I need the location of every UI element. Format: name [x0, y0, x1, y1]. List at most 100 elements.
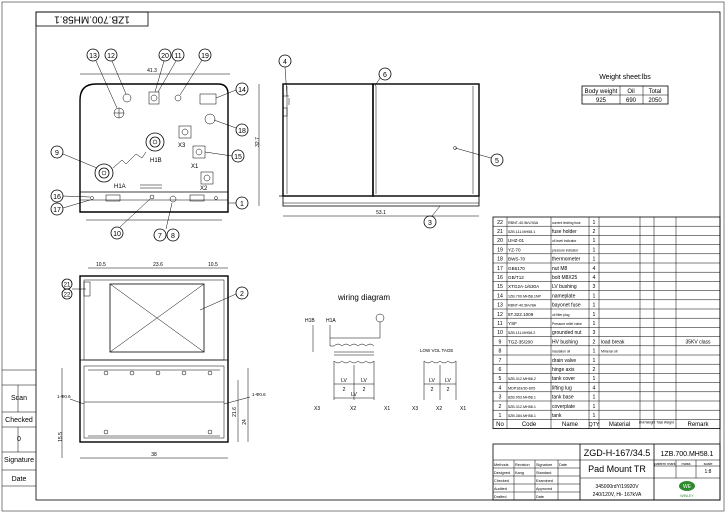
bom-cell-no: 8: [499, 349, 502, 355]
side-panel: Scan Checked 0 Signature Date: [2, 369, 36, 487]
callout-19: 19: [201, 53, 209, 60]
wiring-lv-r-right: LV: [445, 378, 451, 384]
bom-cell-no: 5: [499, 376, 502, 382]
oil-filler-plug: [122, 93, 132, 103]
bom-cell-name: lifting lug: [552, 385, 572, 391]
wiring-frac-right: 2: [363, 387, 366, 393]
weight-value-oil: 690: [626, 98, 637, 104]
dim-plan-bottom: 38: [151, 452, 157, 458]
bom-cell-code: GB/T12: [508, 275, 524, 280]
hv-coil: [333, 343, 375, 347]
bom-cell-qty: 1: [593, 376, 596, 382]
lv-bushing-x3: [178, 125, 192, 139]
bom-cell-material: load break: [601, 339, 625, 345]
callout-12: 12: [107, 53, 115, 60]
wiring-frac-left: 2: [343, 387, 346, 393]
weight-sheet: Weight sheet:lbs Body weight Oil Total 9…: [581, 74, 669, 105]
bom-cell-code: 5ZB.312.MH58.1: [508, 405, 536, 409]
bom-header-no: No: [496, 422, 504, 428]
bom-cell-code: RBNT-40.5kV/40A: [508, 221, 539, 225]
label-x2: X2: [200, 186, 208, 192]
bom-cell-code: RBNT-40.5kV/8A: [508, 304, 537, 308]
callout-16: 16: [53, 194, 61, 201]
dim-plan-offset-left: 10.5: [96, 262, 106, 268]
dim-plan-mid: 21.6: [232, 407, 238, 417]
bom-cell-name: current limiting fuse: [552, 221, 581, 225]
logo-text: WE: [683, 484, 692, 490]
bom-cell-code: 5ZB.111.MH58.2: [508, 331, 535, 335]
bom-cell-code: 8ZB.053.MH58.1: [508, 396, 536, 400]
wiring-x2-right: X2: [436, 406, 442, 412]
callout-22: 22: [64, 293, 71, 299]
callout-8: 8: [171, 233, 175, 240]
bom-cell-name: insulation oil: [552, 350, 570, 354]
bom-cell-name: HV bushing: [552, 339, 578, 345]
wiring-lv-total: LV: [351, 392, 357, 398]
front-tank-outline: [79, 83, 229, 213]
callout-7: 7: [158, 233, 162, 240]
callout-18: 18: [238, 128, 246, 135]
title-pattern-mark: pattern mark: [654, 462, 675, 466]
cover-plate: [109, 283, 205, 353]
signoff-cell: Audited: [494, 487, 507, 491]
weight-sheet-title: Weight sheet:lbs: [599, 74, 651, 81]
bom-cell-qty: 3: [593, 284, 596, 290]
bom-cell-qty: 1: [593, 220, 596, 226]
weight-header-body: Body weight: [585, 89, 618, 95]
bom-cell-qty: 1: [593, 312, 596, 318]
bom-cell-name: bolt M8X25: [552, 275, 578, 281]
wiring-frac-r-left: 2: [431, 387, 434, 393]
bom-cell-no: 3: [499, 395, 502, 401]
dim-side-width: 53.1: [376, 210, 386, 216]
bom-cell-no: 11: [497, 321, 502, 327]
drawing-number-rotated: 1ZB.700.MH58.1: [54, 13, 130, 24]
signoff-cell: Examined: [536, 479, 553, 483]
bom-cell-no: 1: [499, 413, 502, 419]
wiring-lv-right: LV: [361, 378, 367, 384]
label-x1: X1: [191, 164, 199, 170]
bom-cell-name: tank: [552, 413, 562, 419]
signoff-cell: Designed: [494, 471, 510, 475]
bom-cell-name: oil filler plug: [552, 313, 570, 317]
dim-plan-left: 15.5: [58, 432, 64, 442]
bom-cell-no: 22: [497, 220, 503, 226]
bom-cell-no: 9: [499, 339, 502, 345]
wiring-lowvol-label: LOW VOL TAGE: [420, 348, 453, 353]
bom-cell-name: hinge axis: [552, 367, 575, 373]
bom-cell-qty: 1: [593, 293, 596, 299]
bom-cell-name: pressure indicator: [552, 248, 579, 252]
callout-9: 9: [55, 150, 59, 157]
bom-cell-qty: 1: [593, 395, 596, 401]
bom-cell-qty: 1: [593, 257, 596, 263]
callout-2: 2: [240, 291, 244, 298]
signoff-cell: Kang: [515, 471, 524, 475]
bom-cell-no: 6: [499, 367, 502, 373]
thermometer-dial: [204, 113, 216, 125]
bom-cell-code: 5ZB.312.MH58.2: [508, 377, 536, 381]
label-h1a: H1A: [114, 184, 126, 190]
bom-cell-no: 4: [499, 385, 502, 391]
callout-3: 3: [428, 220, 432, 227]
lv-bushing-x2: [200, 171, 214, 185]
bom-cell-qty: 1: [593, 247, 596, 253]
callout-15: 15: [234, 154, 242, 161]
bom-cell-qty: 3: [593, 330, 596, 336]
bom-cell-qty: 2: [593, 339, 596, 345]
signoff-cell: Revision: [515, 463, 530, 467]
bom-cell-no: 2: [499, 404, 502, 410]
bom-cell-no: 12: [497, 312, 503, 318]
bom-cell-remark: 35KV class: [685, 339, 711, 345]
label-x3: X3: [178, 143, 186, 149]
plan-tank-outline: [79, 275, 229, 443]
bom-cell-no: 10: [497, 330, 503, 336]
side-label-zero: 0: [17, 436, 21, 443]
weight-value-body: 925: [596, 98, 607, 104]
bom-header-remark: Remark: [687, 422, 709, 428]
bom-cell-no: 16: [497, 275, 503, 281]
label-h1b: H1B: [150, 158, 162, 164]
bom-cell-qty: 1: [593, 358, 596, 364]
signoff-cell: Signature: [536, 463, 552, 467]
bom-cell-no: 19: [497, 247, 503, 253]
